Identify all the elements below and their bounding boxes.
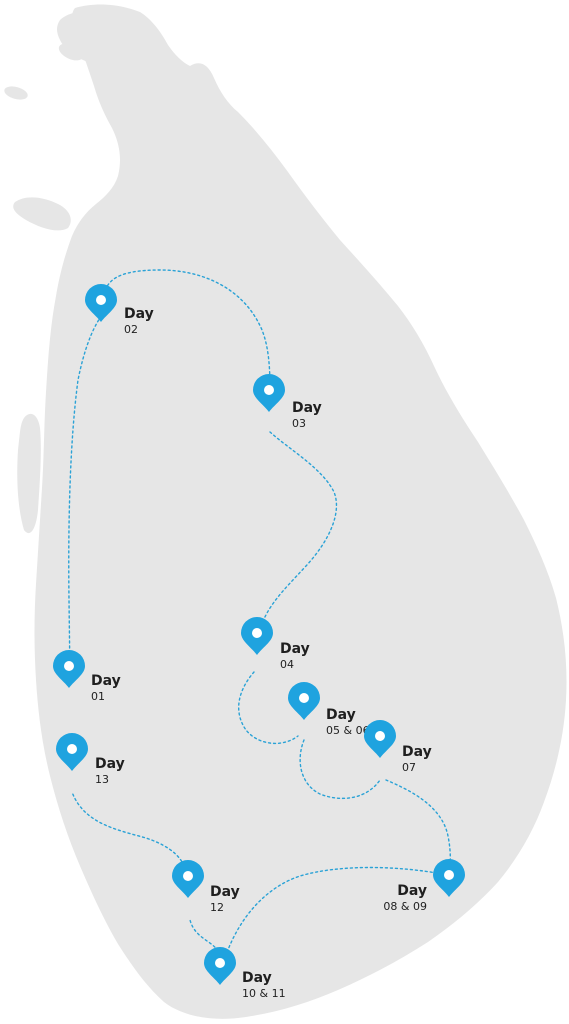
islet-north-1: [4, 86, 28, 100]
pin-center-dot: [444, 870, 454, 880]
pin-center-dot: [64, 661, 74, 671]
stop-label-day: 13: [95, 773, 109, 786]
pin-center-dot: [183, 871, 193, 881]
pin-center-dot: [96, 295, 106, 305]
route-segment-01-02: [68, 317, 101, 679]
kalpitiya-spit: [17, 413, 41, 534]
stop-label-title: Day: [326, 707, 356, 723]
route-segment-03-04: [257, 431, 338, 641]
stop-label-title: Day: [242, 970, 272, 986]
stop-label-day: 03: [292, 417, 306, 430]
stop-label-title: Day: [397, 883, 427, 899]
pin-center-dot: [264, 385, 274, 395]
mannar-island: [13, 197, 71, 231]
stop-label-day: 12: [210, 901, 224, 914]
stop-label-title: Day: [124, 306, 154, 322]
stop-label-title: Day: [402, 744, 432, 760]
stop-label-title: Day: [95, 756, 125, 772]
pin-center-dot: [67, 744, 77, 754]
route-segment-04-05: [238, 671, 299, 745]
pin-center-dot: [215, 958, 225, 968]
islet-north-2: [58, 43, 84, 61]
route-segment-02-03: [103, 269, 271, 396]
stop-label-title: Day: [292, 400, 322, 416]
pin-center-dot: [252, 628, 262, 638]
stop-label-day: 02: [124, 323, 138, 336]
stop-label-day: 08 & 09: [383, 900, 427, 913]
route-segment-08-10: [221, 866, 443, 969]
stop-label-title: Day: [210, 884, 240, 900]
stop-label-day: 07: [402, 761, 416, 774]
pin-center-dot: [299, 693, 309, 703]
stop-label-day: 04: [280, 658, 294, 671]
stop-label-title: Day: [280, 641, 310, 657]
pin-center-dot: [375, 731, 385, 741]
route-segment-05-07: [299, 739, 381, 800]
island-landmass: [34, 4, 567, 1019]
stop-label-day: 01: [91, 690, 105, 703]
route-path: [68, 269, 451, 969]
stop-label-day: 05 & 06: [326, 724, 370, 737]
stop-label-day: 10 & 11: [242, 987, 286, 1000]
stop-label-title: Day: [91, 673, 121, 689]
